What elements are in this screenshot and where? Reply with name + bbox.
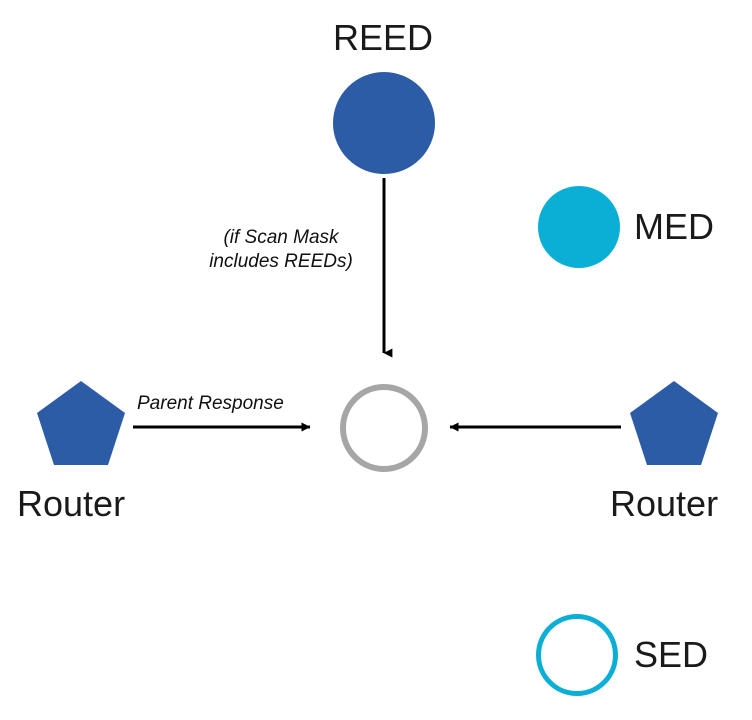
router-left-node[interactable] bbox=[37, 381, 125, 466]
sed-node[interactable] bbox=[536, 614, 618, 696]
edge-label-scan-mask-line2: includes REEDs) bbox=[209, 250, 353, 272]
med-label: MED bbox=[634, 206, 714, 247]
reed-node[interactable] bbox=[333, 72, 435, 174]
sed-label: SED bbox=[634, 634, 709, 675]
edge-label-parent-response: Parent Response bbox=[137, 393, 284, 414]
reed-label: REED bbox=[333, 17, 434, 58]
router-right-label: Router bbox=[610, 483, 719, 524]
router-right-node[interactable] bbox=[630, 381, 718, 466]
router-left-label: Router bbox=[17, 483, 126, 524]
joiner-node[interactable] bbox=[340, 384, 428, 472]
edge-label-scan-mask-line1: (if Scan Mask bbox=[223, 227, 339, 248]
med-node[interactable] bbox=[538, 186, 620, 268]
